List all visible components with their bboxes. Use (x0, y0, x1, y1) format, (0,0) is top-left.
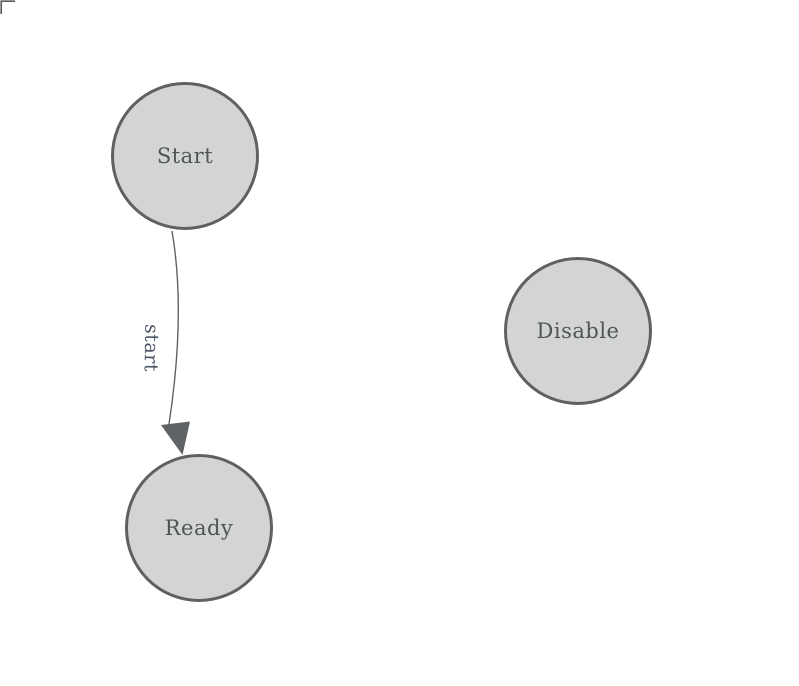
node-ready[interactable]: Ready (125, 454, 273, 602)
arrowhead-icon (161, 421, 190, 455)
node-start[interactable]: Start (111, 82, 259, 230)
node-disable[interactable]: Disable (504, 257, 652, 405)
edge-label-start: start (139, 323, 163, 373)
node-label: Ready (164, 516, 234, 540)
canvas-corner-mark-icon (0, 0, 15, 14)
edge-start-to-ready[interactable] (168, 230, 179, 425)
node-label: Disable (536, 319, 620, 343)
node-label: Start (156, 144, 214, 168)
